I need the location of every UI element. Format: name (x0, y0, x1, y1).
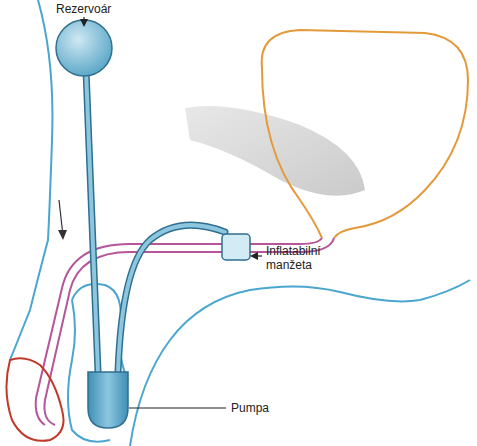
reservoir (56, 20, 112, 76)
body-outline (130, 280, 470, 446)
reservoir-label: Rezervoár (56, 2, 126, 16)
tube (118, 225, 225, 372)
pump-label: Pumpa (231, 401, 291, 415)
arrow-head (58, 230, 67, 240)
glans (6, 358, 63, 441)
tube (86, 70, 98, 372)
tube (86, 70, 98, 372)
pump (88, 372, 128, 428)
inflatable-cuff (222, 234, 250, 260)
arrow-head (250, 252, 258, 260)
arrow-head (80, 19, 88, 27)
tube (118, 225, 225, 372)
bladder-outline (262, 30, 468, 238)
bladder-outline (262, 68, 322, 238)
cuff-label: Inflatabilní manžeta (266, 244, 344, 273)
body-outline (10, 0, 52, 360)
leader-line (129, 407, 226, 408)
